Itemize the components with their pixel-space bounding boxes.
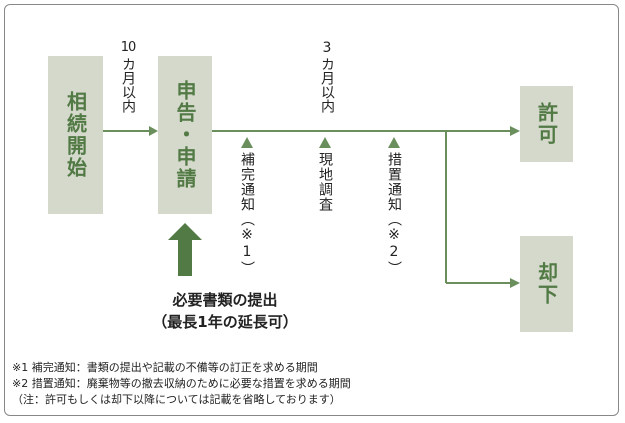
marker-survey bbox=[319, 137, 331, 148]
box-permit-label: 許可 bbox=[534, 102, 559, 146]
box-inheritance-start: 相続開始 bbox=[48, 56, 103, 214]
box-report-application: 申告・申請 bbox=[158, 56, 212, 214]
submission-label-1: 必要書類の提出 bbox=[172, 291, 278, 309]
step-site-survey: 現地調査 bbox=[317, 152, 333, 212]
box-permit: 許可 bbox=[520, 86, 573, 162]
diagram-frame bbox=[4, 4, 619, 416]
submission-up-arrow bbox=[168, 223, 202, 276]
period-three-months: 3 bbox=[318, 40, 336, 56]
period-three-months-text: カ月以内 bbox=[319, 57, 335, 113]
note-1: ※1 補完通知：書類の提出や記載の不備等の訂正を求める期間 bbox=[12, 361, 318, 374]
marker-measure bbox=[388, 137, 400, 148]
arrowhead-report bbox=[149, 126, 158, 136]
step-supplement-notice: 補完通知（※1） bbox=[239, 152, 255, 276]
note-3: （注：許可もしくは却下以降については記載を省略しております） bbox=[12, 393, 341, 406]
step-measure-notice: 措置通知（※2） bbox=[386, 152, 402, 276]
period-ten-months-number: 10 bbox=[120, 40, 137, 55]
box-report-application-label: 申告・申請 bbox=[173, 80, 197, 190]
box-reject: 却下 bbox=[520, 236, 573, 332]
arrowhead-permit bbox=[510, 126, 520, 136]
note-2: ※2 措置通知：廃棄物等の撤去収納のために必要な措置を求める期間 bbox=[12, 377, 351, 390]
period-three-months-number: 3 bbox=[322, 40, 332, 56]
marker-supplement bbox=[241, 137, 253, 148]
submission-label-2: （最長1年の延長可） bbox=[152, 313, 298, 331]
box-inheritance-start-label: 相続開始 bbox=[63, 91, 88, 179]
period-ten-months-text: カ月以内 bbox=[120, 57, 136, 113]
box-reject-label: 却下 bbox=[534, 262, 559, 306]
arrowhead-reject bbox=[510, 278, 520, 288]
period-ten-months: 10 bbox=[119, 40, 137, 56]
